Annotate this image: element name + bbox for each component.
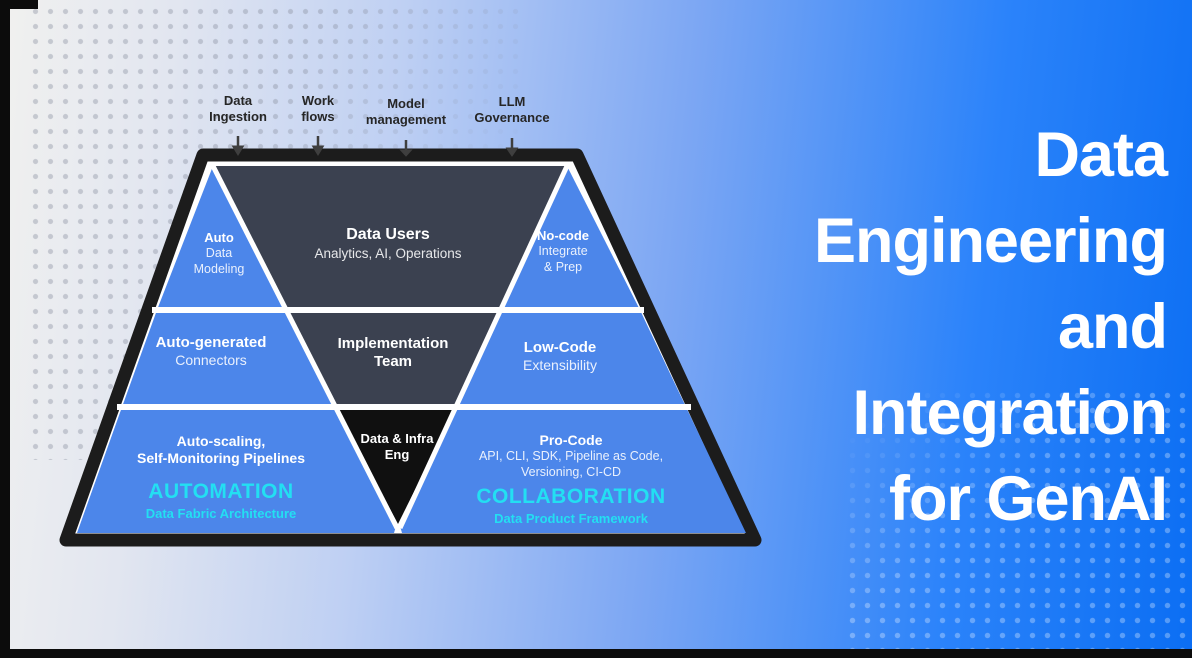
frame-left-bar (0, 0, 10, 658)
band1-center-subtitle: Analytics, AI, Operations (314, 246, 462, 261)
band3-right-text: Pro-Code API, CLI, SDK, Pipeline as Code… (428, 432, 714, 526)
band3-right-title: Pro-Code (539, 432, 603, 448)
top-label-llm-governance: LLM Governance (474, 94, 550, 125)
band1-right-text: No-code Integrate & Prep (500, 228, 626, 275)
arrow-down-icon (505, 147, 519, 157)
band3-center-funnel-tip (336, 407, 456, 524)
band2-left-lines: Connectors (175, 352, 247, 368)
top-arrows (231, 136, 519, 157)
band2-center-text: Implementation Team (303, 335, 483, 371)
funnel-right-divider (397, 164, 570, 530)
page-title: Data Engineering and Integration for Gen… (813, 120, 1168, 534)
band2-left-text: Auto-generated Connectors (121, 334, 301, 368)
band2-center-title: Implementation Team (337, 335, 449, 370)
band2-left-panel (122, 310, 336, 407)
band3-left-title: Auto-scaling, Self-Monitoring Pipelines (136, 433, 305, 466)
band1-center-text: Data Users Analytics, AI, Operations (258, 226, 518, 261)
collaboration-heading: COLLABORATION (476, 485, 666, 508)
band3-right-panel (400, 407, 746, 533)
band1-left-title: Auto (204, 230, 234, 245)
frame-topleft-notch (0, 0, 38, 9)
band2-right-title: Low-Code (523, 339, 597, 356)
band1-right-title: No-code (537, 228, 589, 243)
band2-left-title: Auto-generated (155, 334, 267, 351)
band3-center-text: Data & Infra Eng (348, 431, 446, 463)
band1-left-text: Auto Data Modeling (157, 230, 281, 277)
band1-right-lines: Integrate & Prep (538, 244, 588, 274)
dot-pattern-bottomright (845, 388, 1192, 650)
arrow-down-icon (399, 149, 413, 157)
band2-right-panel (456, 310, 686, 407)
band1-right-panel (501, 166, 640, 310)
automation-heading: AUTOMATION (148, 480, 294, 503)
band3-center-title: Data & Infra Eng (360, 431, 434, 462)
funnel-left-divider (210, 164, 400, 530)
band3-left-text: Auto-scaling, Self-Monitoring Pipelines … (96, 433, 346, 521)
collaboration-subheading: Data Product Framework (494, 511, 648, 526)
arrow-down-icon (311, 145, 325, 156)
frame-bottom-bar (0, 649, 1192, 658)
top-label-data-ingestion: Data Ingestion (209, 93, 267, 124)
top-label-workflows: Work flows (301, 93, 335, 124)
band1-center-panel (213, 166, 567, 310)
arrow-down-icon (231, 145, 245, 156)
band3-left-panel (77, 407, 396, 533)
band3-right-lines: API, CLI, SDK, Pipeline as Code, Version… (478, 449, 664, 479)
band2-right-lines: Extensibility (523, 357, 597, 373)
band2-center-panel (286, 310, 501, 407)
top-label-model-management: Model management (365, 96, 447, 127)
band1-left-panel (157, 166, 286, 310)
band1-center-title: Data Users (346, 226, 430, 243)
band1-left-lines: Data Modeling (193, 246, 245, 276)
automation-subheading: Data Fabric Architecture (145, 506, 297, 521)
band2-right-text: Low-Code Extensibility (468, 339, 652, 373)
